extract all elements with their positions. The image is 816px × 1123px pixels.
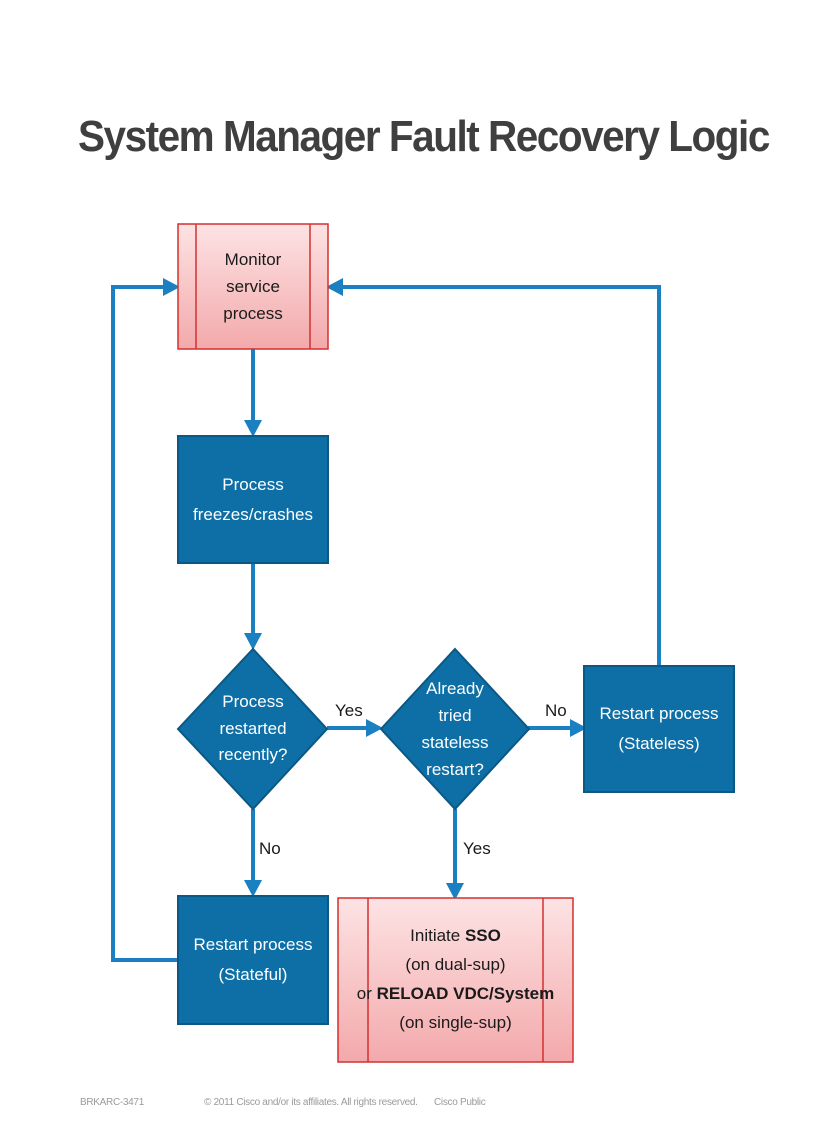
- monitor-line-1: Monitor service: [224, 249, 282, 296]
- branch-label-yes-2: Yes: [463, 839, 491, 858]
- stateful-line-1: Restart process: [193, 935, 313, 955]
- branch-label-yes-1: Yes: [335, 701, 363, 720]
- footer-code: BRKARC-3471: [80, 1097, 144, 1108]
- tried-line-1: Already: [426, 678, 484, 698]
- sso-line-3: or RELOAD VDC/System: [357, 980, 554, 1009]
- sso-line-2: (on dual-sup): [405, 955, 506, 975]
- arrow-to-monitor-right: [326, 278, 343, 296]
- arrow-to-stateless: [570, 719, 587, 737]
- sso-line-1: Initiate SSO: [357, 922, 554, 951]
- arrow-to-decision: [244, 633, 262, 650]
- stateful-line-2: (Stateful): [218, 965, 288, 984]
- sso-line-3-prefix: or: [356, 984, 377, 1003]
- arrowheads: [163, 278, 587, 900]
- restart-stateful-shape: [177, 895, 329, 1025]
- tried-line-2: tried: [438, 705, 472, 725]
- monitor-line-2: process: [223, 304, 283, 324]
- tried-line-3: stateless: [421, 733, 489, 752]
- arrow-to-monitor-left: [163, 278, 180, 296]
- arrow-to-sso: [446, 883, 464, 900]
- connector-stateful-loop: [111, 285, 178, 962]
- connector-stateless-loop: [341, 285, 661, 666]
- sso-node-shape: [337, 897, 574, 1063]
- arrow-to-decision2: [366, 719, 383, 737]
- restarted-line-2: restarted: [219, 718, 287, 738]
- tried-stateless-diamond: [379, 647, 531, 811]
- restart-stateful-label: Restart process (Stateful): [178, 896, 328, 1024]
- restart-stateless-label: Restart process (Stateless): [584, 666, 734, 792]
- freeze-node-label: Process freezes/crashes: [178, 436, 328, 563]
- arrow-to-stateful: [244, 880, 262, 897]
- page-title: System Manager Fault Recovery Logic: [78, 112, 770, 161]
- restart-stateless-shape: [583, 665, 735, 793]
- footer-classification: Cisco Public: [434, 1097, 486, 1108]
- freeze-line-1: Process: [222, 474, 284, 494]
- restarted-recently-diamond: [176, 647, 329, 811]
- sso-line-1-bold: SSO: [464, 926, 501, 946]
- connectors: [111, 285, 661, 962]
- tried-line-4: restart?: [426, 760, 484, 780]
- sso-line-1-prefix: Initiate: [410, 926, 465, 946]
- monitor-node-shape: [177, 223, 329, 350]
- branch-label-no-2: No: [259, 839, 281, 858]
- stateless-line-1: Restart process: [599, 704, 719, 724]
- arrow-to-freeze: [244, 420, 262, 437]
- freeze-node-shape: [177, 435, 329, 564]
- restarted-line-1: Process: [222, 692, 284, 712]
- tried-stateless-label: Already tried stateless restart?: [400, 664, 510, 794]
- restarted-recently-label: Process restarted recently?: [198, 669, 308, 789]
- freeze-line-2: freezes/crashes: [193, 504, 313, 524]
- stateless-line-2: (Stateless): [618, 734, 700, 753]
- branch-label-no-1: No: [545, 701, 567, 720]
- monitor-node-label: Monitor service process: [196, 224, 310, 349]
- sso-node-label: Initiate SSO (on dual-sup) or RELOAD VDC…: [357, 898, 554, 1062]
- restarted-line-3: recently?: [218, 745, 288, 765]
- sso-line-3-bold: RELOAD VDC/System: [376, 984, 555, 1003]
- sso-line-4: (on single-sup): [399, 1012, 512, 1032]
- footer-copyright: © 2011 Cisco and/or its affiliates. All …: [204, 1097, 418, 1108]
